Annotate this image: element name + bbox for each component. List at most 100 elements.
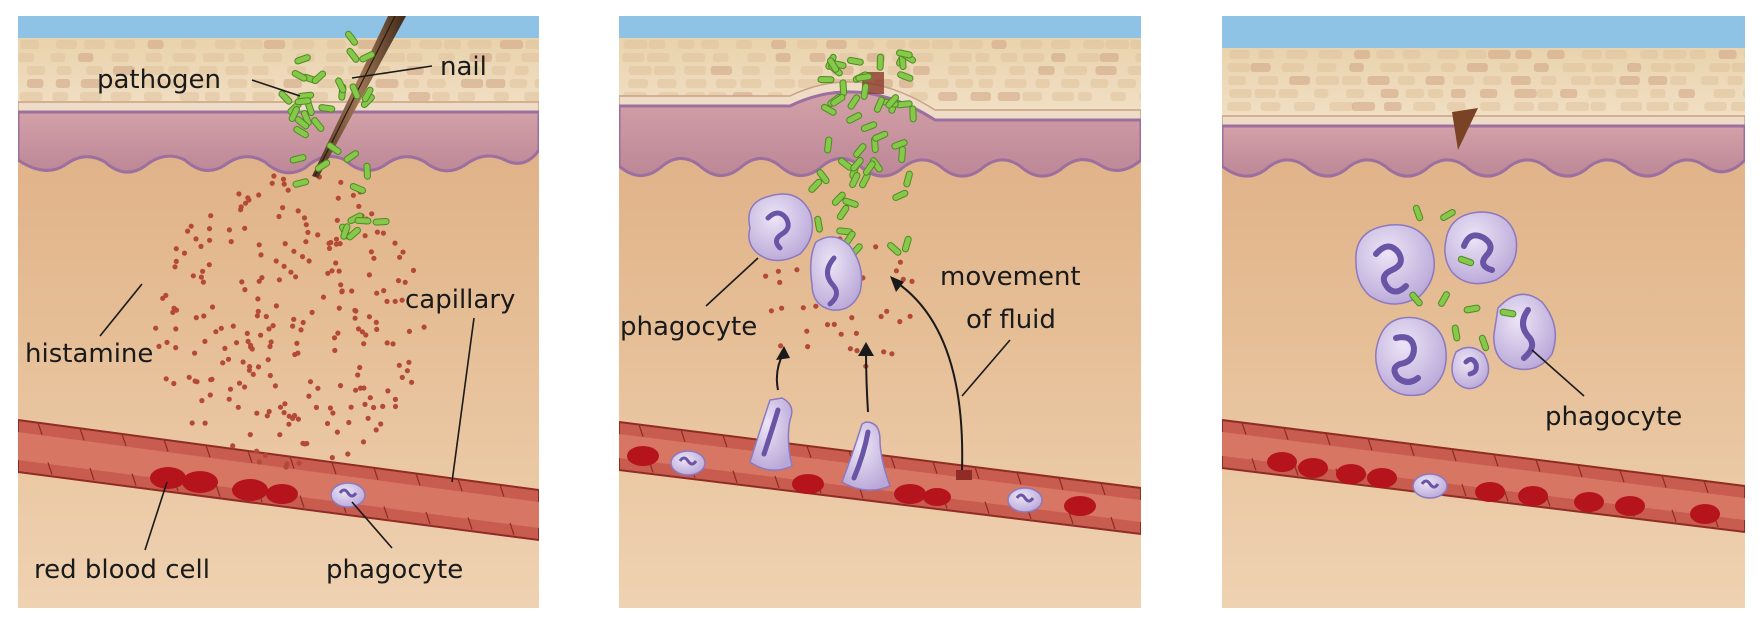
skin-cell	[1227, 102, 1252, 111]
histamine-dot	[295, 208, 301, 214]
skin-cell	[1514, 102, 1534, 111]
wall-seam	[383, 506, 389, 519]
wall-seam	[722, 434, 728, 448]
skin-cell	[1064, 66, 1088, 75]
skin-cell	[628, 66, 652, 75]
skin-cell	[50, 53, 65, 62]
skin-cell	[1346, 89, 1365, 98]
wall-seam	[1283, 427, 1289, 441]
histamine-dot	[853, 330, 860, 336]
histamine-dot	[266, 408, 272, 415]
histamine-dot	[256, 242, 262, 248]
skin-cell	[1099, 53, 1119, 62]
skin-cell	[109, 79, 128, 88]
red-blood-cell	[1475, 482, 1505, 502]
rod-bacterium-icon	[903, 170, 913, 188]
rod-bacterium-icon	[830, 93, 846, 107]
phagocyte-in-capillary	[1412, 473, 1448, 499]
skin-cell	[1105, 40, 1129, 49]
histamine-dot	[352, 307, 358, 313]
skin-cell	[381, 53, 406, 62]
skin-cell	[1380, 63, 1404, 72]
histamine-dot	[244, 330, 250, 336]
skin-cell	[168, 66, 190, 75]
histamine-dot	[337, 241, 343, 247]
skin-cell	[147, 40, 164, 49]
skin-cell	[432, 92, 450, 101]
skin-cell	[1627, 63, 1642, 72]
skin-cell	[1646, 102, 1670, 111]
rod-bacterium-icon	[847, 94, 861, 110]
skin-cell	[1650, 89, 1666, 98]
skin-cell	[826, 40, 847, 49]
rod-bacterium-icon	[294, 97, 312, 106]
histamine-dot	[763, 273, 769, 279]
rod-bacterium-icon	[372, 217, 390, 226]
wall-seam	[131, 473, 137, 486]
histamine-dot	[805, 344, 811, 350]
histamine-dot	[303, 239, 309, 245]
skin-cell	[712, 53, 729, 62]
rod-bacterium-icon	[860, 121, 878, 132]
leader-capillary	[451, 317, 475, 483]
skin-cell	[1547, 50, 1565, 59]
histamine-dot	[190, 273, 196, 279]
histamine-dot	[153, 325, 159, 331]
skin-cell	[56, 40, 78, 49]
histamine-dot	[326, 245, 333, 251]
histamine-dot	[824, 322, 831, 328]
label-phagocyte-2: phagocyte	[620, 312, 757, 342]
histamine-dot	[181, 250, 188, 256]
histamine-dot	[779, 305, 785, 311]
skin-cell	[685, 79, 707, 88]
skin-cell	[444, 40, 461, 49]
pathogen-bacteria	[1409, 204, 1517, 352]
histamine-dot	[199, 398, 205, 404]
wall-seam	[37, 422, 43, 435]
histamine-dot	[288, 269, 294, 275]
skin-cell	[1229, 89, 1252, 98]
histamine-dot	[242, 384, 248, 390]
skin-cell	[975, 53, 990, 62]
skin-cell	[1380, 89, 1399, 98]
histamine-dot	[192, 350, 198, 356]
skin-cell	[467, 40, 492, 49]
rod-bacterium-icon	[288, 106, 300, 122]
skin-cell	[1061, 79, 1080, 88]
wall-seam	[1703, 480, 1709, 494]
histamine-dot	[271, 173, 277, 179]
histamine-dot	[392, 396, 398, 402]
histamine-dot	[775, 268, 782, 274]
skin-cell	[1135, 53, 1141, 62]
skin-cell	[1095, 66, 1117, 75]
wall-seam	[373, 467, 379, 481]
histamine-dot	[276, 213, 282, 220]
histamine-dot	[226, 227, 232, 233]
label-phagocyte-1: phagocyte	[326, 555, 463, 585]
panel-2-phagocytes-arrive: phagocyte movement of fluid	[619, 16, 1141, 608]
skin-cell	[1571, 76, 1592, 85]
red-blood-cell	[1615, 496, 1645, 516]
skin-cell	[1407, 63, 1431, 72]
skin-cell	[1620, 102, 1643, 111]
wall-seam	[205, 445, 211, 458]
rod-bacterium-icon	[846, 56, 864, 66]
rod-bacterium-icon	[909, 105, 917, 123]
skin-cell	[145, 53, 163, 62]
histamine-dot	[854, 348, 860, 354]
rod-bacterium-icon	[839, 79, 848, 97]
skin-cell	[1329, 102, 1354, 111]
skin-cell	[1117, 79, 1137, 88]
histamine-dot	[331, 335, 338, 341]
histamine-dots	[153, 173, 427, 470]
histamine-dot	[406, 359, 412, 365]
histamine-dot	[235, 404, 241, 410]
skin-cell	[1009, 66, 1026, 75]
histamine-dot	[404, 368, 410, 374]
histamine-dot	[277, 432, 283, 438]
red-blood-cell	[182, 471, 218, 493]
rod-bacterium-icon	[831, 191, 846, 206]
capillary-gap	[956, 470, 972, 480]
wall-seam	[1241, 422, 1247, 435]
histamine-dot	[264, 413, 270, 419]
